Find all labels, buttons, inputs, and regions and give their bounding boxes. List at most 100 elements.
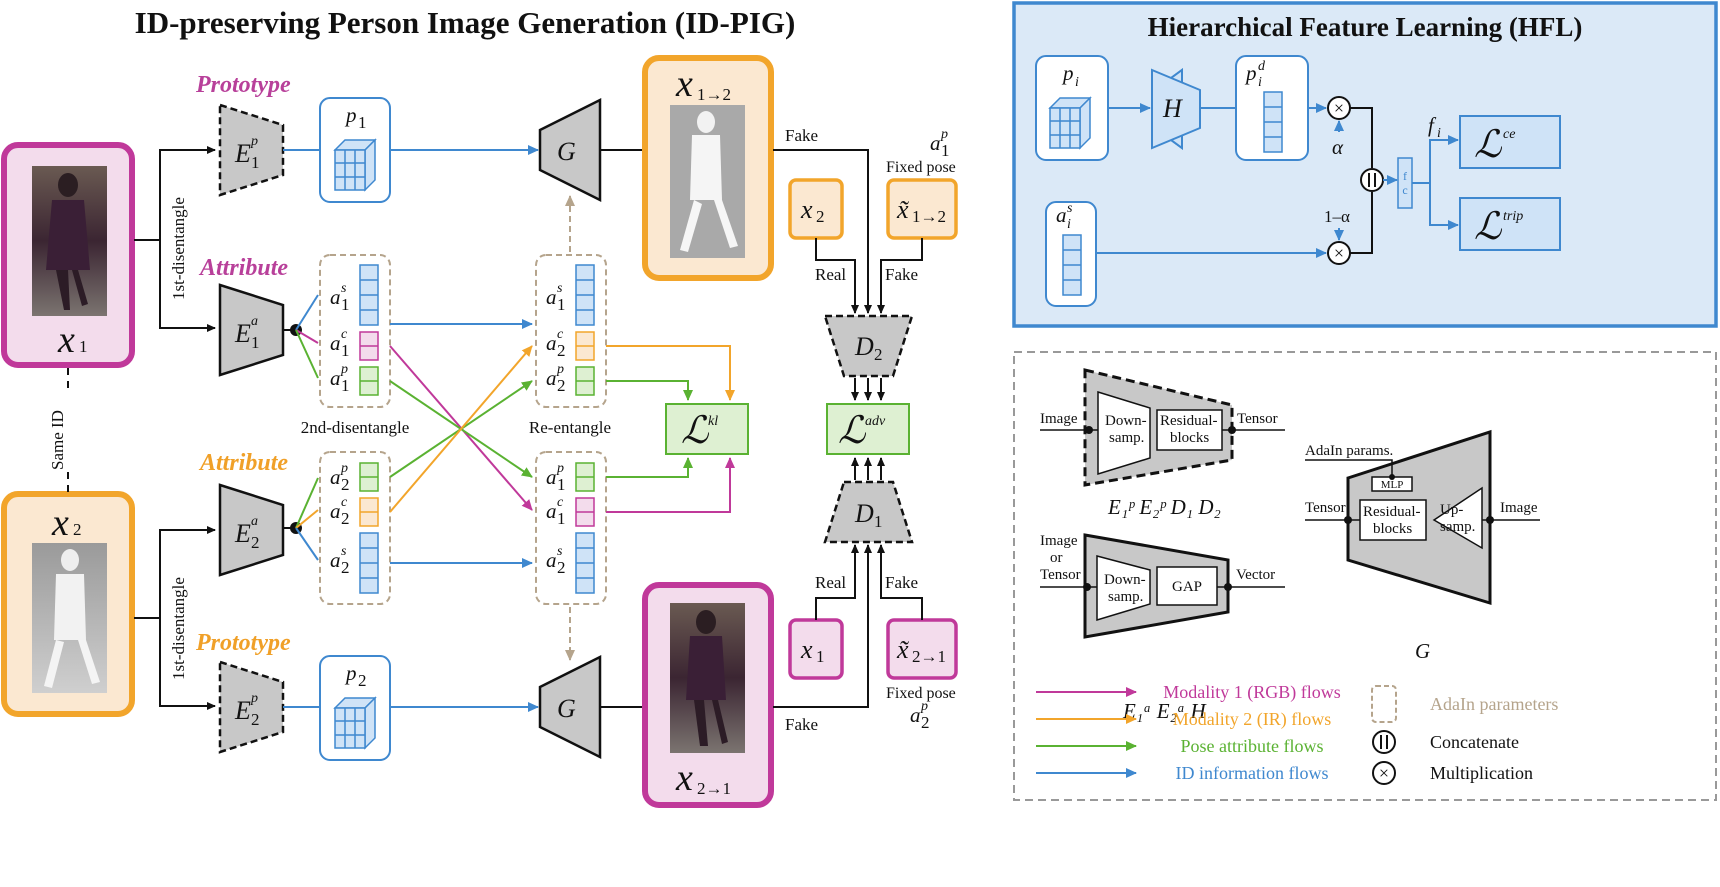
svg-text:AdaIn params.: AdaIn params. bbox=[1305, 443, 1393, 459]
svg-text:Residual-: Residual- bbox=[1363, 504, 1421, 520]
svg-text:a: a bbox=[330, 465, 341, 489]
svg-text:Up-: Up- bbox=[1440, 502, 1463, 518]
svg-text:1: 1 bbox=[557, 295, 566, 314]
prototype-label-top: Prototype bbox=[195, 72, 291, 98]
svg-text:i: i bbox=[1075, 75, 1079, 90]
svg-text:a: a bbox=[546, 465, 557, 489]
svg-text:1: 1 bbox=[874, 512, 883, 531]
svg-text:×: × bbox=[1334, 98, 1344, 118]
svg-text:x: x bbox=[675, 63, 693, 105]
svg-text:2: 2 bbox=[921, 713, 930, 732]
legend-label-0: Modality 1 (RGB) flows bbox=[1163, 682, 1341, 703]
multiply-legend-icon bbox=[1372, 761, 1396, 785]
svg-text:a: a bbox=[546, 499, 557, 523]
loss-trip bbox=[1459, 197, 1561, 251]
svg-text:1: 1 bbox=[251, 333, 260, 352]
concat-legend-icon bbox=[1372, 730, 1396, 754]
svg-text:d: d bbox=[1258, 59, 1266, 74]
legend-label-3: ID information flows bbox=[1176, 763, 1329, 783]
svg-text:p: p bbox=[344, 661, 357, 685]
discriminator-d1 bbox=[823, 480, 914, 544]
svg-text:2→1: 2→1 bbox=[912, 647, 946, 666]
svg-text:i: i bbox=[1437, 126, 1441, 141]
svg-text:c: c bbox=[1402, 183, 1407, 197]
svg-text:f: f bbox=[1428, 113, 1437, 137]
svg-text:Tensor: Tensor bbox=[1237, 411, 1278, 427]
svg-text:samp.: samp. bbox=[1108, 589, 1143, 605]
svg-text:Down-: Down- bbox=[1104, 572, 1146, 588]
svg-text:2: 2 bbox=[73, 520, 82, 539]
svg-text:samp.: samp. bbox=[1109, 430, 1144, 446]
svg-text:1: 1 bbox=[557, 475, 566, 494]
fake-label-d1: Fake bbox=[885, 573, 918, 592]
svg-text:p: p bbox=[1061, 61, 1074, 85]
svg-text:a: a bbox=[546, 331, 557, 355]
svg-text:×: × bbox=[1379, 763, 1389, 783]
second-disentangle-label: 2nd-disentangle bbox=[301, 418, 410, 437]
svg-text:MLP: MLP bbox=[1381, 479, 1404, 491]
svg-text:2: 2 bbox=[341, 475, 350, 494]
svg-text:a: a bbox=[330, 285, 341, 309]
svg-text:p: p bbox=[920, 699, 928, 714]
svg-text:c: c bbox=[341, 495, 348, 510]
svg-text:blocks: blocks bbox=[1170, 430, 1209, 446]
x2-image bbox=[32, 543, 107, 693]
encoder-e2p bbox=[218, 660, 285, 754]
svg-text:x: x bbox=[800, 195, 813, 224]
encoder-e1p bbox=[218, 103, 285, 197]
svg-text:x̃: x̃ bbox=[896, 635, 910, 664]
svg-text:α: α bbox=[1332, 135, 1344, 159]
svg-text:2: 2 bbox=[816, 207, 825, 226]
svg-text:p: p bbox=[940, 127, 948, 142]
diagram-title: ID-preserving Person Image Generation (I… bbox=[135, 5, 796, 40]
svg-text:a: a bbox=[546, 366, 557, 390]
svg-text:blocks: blocks bbox=[1373, 521, 1412, 537]
fixed-pose-bottom: Fixed pose bbox=[886, 685, 956, 702]
svg-text:or: or bbox=[1050, 550, 1063, 566]
svg-text:E: E bbox=[234, 139, 251, 168]
svg-text:Image: Image bbox=[1500, 500, 1538, 516]
svg-text:G: G bbox=[1415, 639, 1430, 663]
svg-text:1: 1 bbox=[941, 141, 950, 160]
legend-label-1: Modality 2 (IR) flows bbox=[1173, 709, 1331, 730]
svg-text:p: p bbox=[340, 362, 348, 377]
hfl-panel bbox=[1012, 1, 1718, 328]
svg-text:G: G bbox=[557, 137, 576, 166]
svg-text:1: 1 bbox=[816, 647, 825, 666]
svg-text:1: 1 bbox=[251, 153, 260, 172]
svg-text:s: s bbox=[341, 544, 347, 559]
svg-text:1: 1 bbox=[358, 113, 367, 132]
svg-text:trip: trip bbox=[1503, 209, 1523, 224]
svg-text:p: p bbox=[556, 461, 564, 476]
svg-text:E: E bbox=[234, 696, 251, 725]
fake-label-bottom: Fake bbox=[785, 715, 818, 734]
legend-label-2: Pose attribute flows bbox=[1181, 736, 1324, 756]
svg-text:a: a bbox=[910, 703, 921, 727]
svg-text:ce: ce bbox=[1503, 127, 1515, 142]
svg-text:s: s bbox=[557, 281, 563, 296]
svg-text:1–α: 1–α bbox=[1324, 207, 1350, 226]
svg-text:p: p bbox=[250, 691, 258, 706]
prototype-label-bottom: Prototype bbox=[195, 630, 291, 656]
encoder-e2a bbox=[218, 483, 285, 577]
generator-g-top bbox=[538, 97, 602, 203]
discriminator-d2 bbox=[823, 314, 914, 378]
svg-text:x̃: x̃ bbox=[896, 195, 910, 224]
legend-concatenate: Concatenate bbox=[1430, 732, 1519, 752]
svg-text:f: f bbox=[1403, 169, 1407, 183]
svg-text:Vector: Vector bbox=[1236, 567, 1275, 583]
svg-text:ℒ: ℒ bbox=[838, 410, 867, 452]
svg-text:G: G bbox=[557, 694, 576, 723]
svg-text:c: c bbox=[557, 327, 564, 342]
first-disentangle-top: 1st-disentangle bbox=[169, 197, 188, 300]
svg-text:s: s bbox=[557, 544, 563, 559]
svg-text:p: p bbox=[344, 103, 357, 127]
x1-sub: 1 bbox=[79, 337, 88, 356]
svg-text:E: E bbox=[234, 319, 251, 348]
legend-adain: AdaIn parameters bbox=[1430, 694, 1558, 714]
svg-text:2: 2 bbox=[251, 533, 260, 552]
svg-text:i: i bbox=[1258, 75, 1262, 90]
svg-text:2: 2 bbox=[557, 376, 566, 395]
real-label-top: Real bbox=[815, 265, 846, 284]
